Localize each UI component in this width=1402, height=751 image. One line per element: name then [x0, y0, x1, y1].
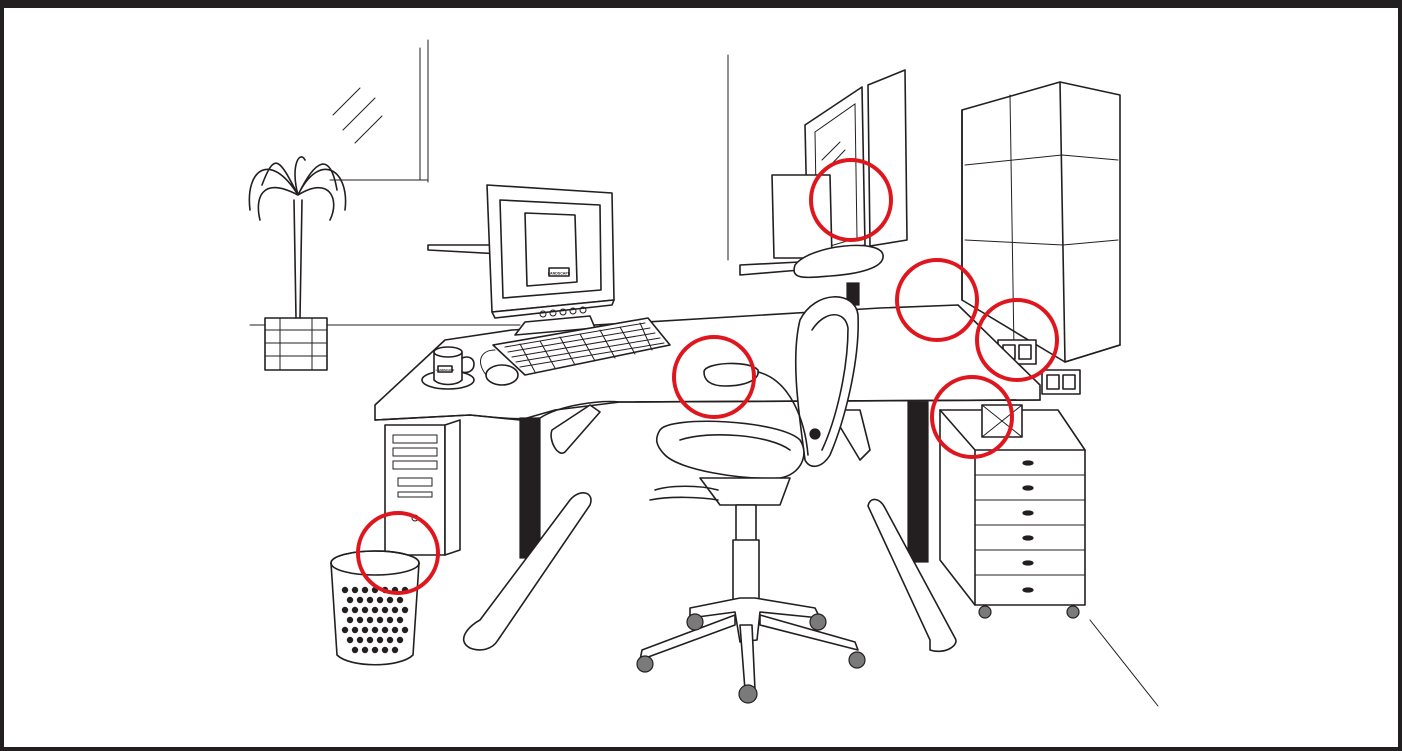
back-monitor: [772, 175, 832, 258]
shelving-unit: [962, 82, 1120, 362]
potted-plant: [249, 157, 345, 370]
computer-tower: [385, 420, 460, 555]
monitor-logo: LANDSCAPE: [548, 272, 571, 276]
left-window: [333, 88, 382, 143]
main-monitor: LANDSCAPE: [487, 185, 614, 335]
office-chair: [637, 245, 883, 703]
mug-logo: LANDSCAPE: [436, 368, 455, 372]
cable-box: [982, 405, 1022, 437]
drawer-pedestal: [940, 410, 1085, 618]
waste-bin: [331, 551, 419, 665]
